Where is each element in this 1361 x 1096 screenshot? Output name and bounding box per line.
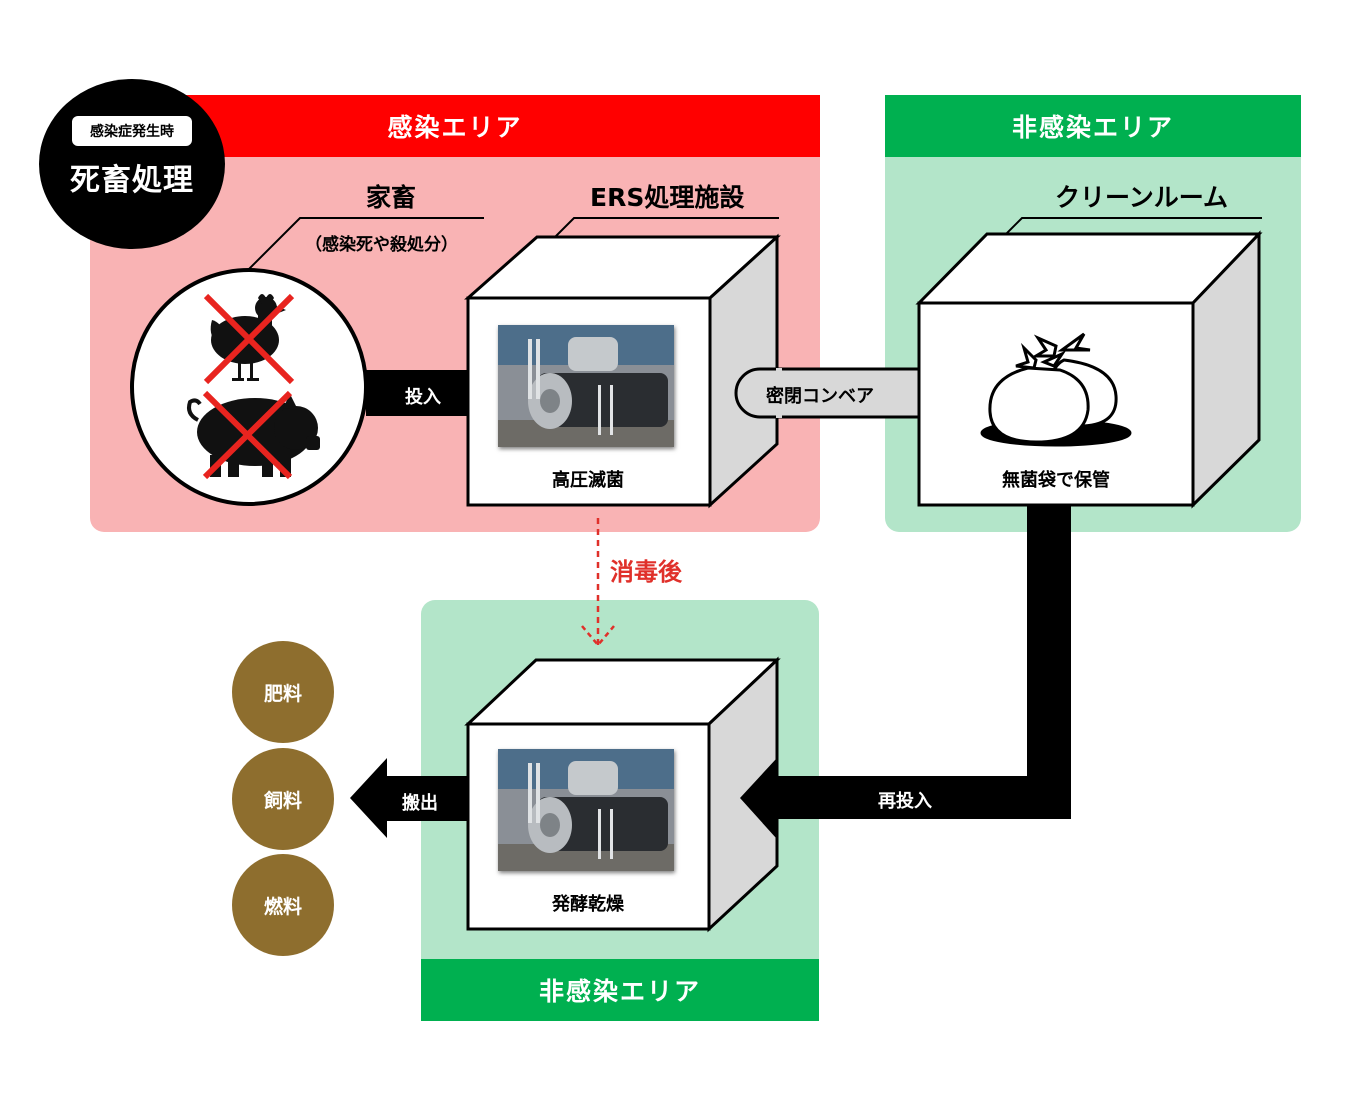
livestock-subtitle: （感染死や殺処分） bbox=[305, 235, 458, 255]
ers-title: ERS処理施設 bbox=[590, 183, 745, 212]
livestock-leader-line bbox=[245, 217, 484, 273]
reinput-label: 再投入 bbox=[878, 791, 932, 812]
cleanroom-cube bbox=[915, 230, 1263, 509]
cross-mark-icon bbox=[202, 293, 295, 480]
storage-label: 無菌袋で保管 bbox=[1002, 470, 1110, 491]
clean-area-top-title: 非感染エリア bbox=[885, 95, 1301, 157]
badge-circle bbox=[39, 79, 225, 249]
conveyor-pipe bbox=[734, 367, 922, 419]
sterilize-label: 高圧滅菌 bbox=[552, 470, 624, 491]
ers-machine-photo bbox=[498, 325, 674, 447]
conveyor-label: 密閉コンベア bbox=[766, 386, 874, 407]
sealed-bag-icon bbox=[980, 332, 1132, 447]
carry-out-label: 搬出 bbox=[402, 793, 438, 814]
badge-small-label: 感染症発生時 bbox=[72, 116, 192, 146]
animals-circle bbox=[130, 268, 368, 506]
product-fuel: 燃料 bbox=[232, 854, 334, 956]
dryer-machine-photo bbox=[498, 749, 674, 871]
cleanroom-title: クリーンルーム bbox=[1055, 183, 1229, 212]
clean-area-bottom-title: 非感染エリア bbox=[421, 959, 819, 1021]
livestock-title: 家畜 bbox=[366, 183, 417, 212]
after-disinfect-label: 消毒後 bbox=[610, 558, 682, 586]
product-feed: 飼料 bbox=[232, 748, 334, 850]
input-label: 投入 bbox=[405, 387, 441, 408]
product-fertilizer: 肥料 bbox=[232, 641, 334, 743]
dryer-label: 発酵乾燥 bbox=[552, 894, 624, 915]
badge-title: 死畜処理 bbox=[70, 163, 194, 198]
carry-out-arrow bbox=[350, 758, 468, 838]
reinput-arrow bbox=[740, 505, 1071, 838]
